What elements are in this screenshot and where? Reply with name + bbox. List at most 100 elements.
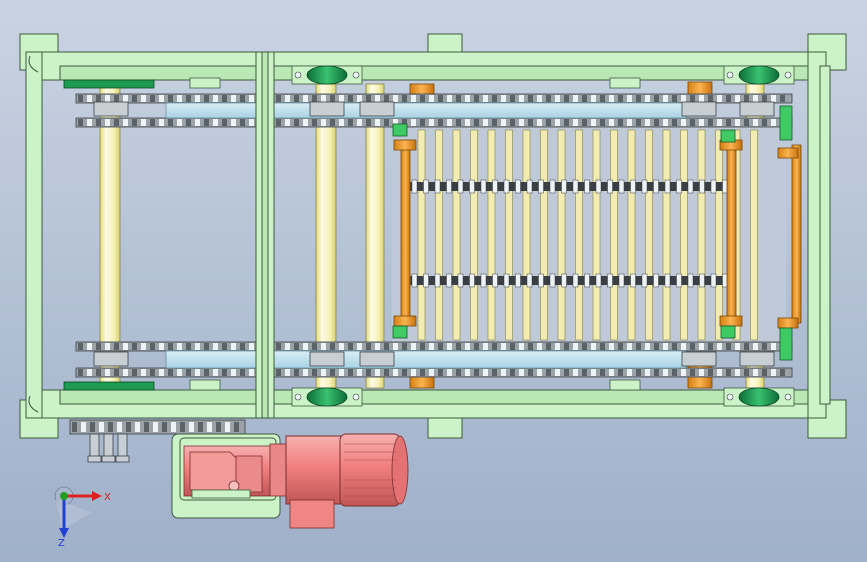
chain-link bbox=[726, 369, 731, 376]
chain-link bbox=[195, 95, 200, 102]
chain-link bbox=[561, 179, 567, 194]
slat-cross-chain bbox=[408, 182, 730, 191]
chain-link bbox=[654, 369, 659, 376]
chain-link bbox=[744, 343, 749, 350]
top-rail-inner bbox=[59, 65, 813, 81]
chain-link bbox=[294, 119, 299, 126]
chain-link bbox=[771, 95, 776, 102]
chain-link bbox=[469, 179, 475, 194]
chain-link bbox=[348, 369, 353, 376]
chain-link bbox=[384, 95, 389, 102]
chain-link bbox=[780, 369, 785, 376]
chain-link bbox=[456, 369, 461, 376]
chain-link bbox=[474, 343, 479, 350]
chain-link bbox=[492, 343, 497, 350]
chain-link bbox=[627, 369, 632, 376]
chain-link bbox=[366, 95, 371, 102]
chain-link bbox=[663, 119, 668, 126]
sprocket-hub bbox=[309, 101, 345, 117]
chain-link bbox=[96, 119, 101, 126]
motor-flange bbox=[285, 435, 345, 505]
chain-link bbox=[537, 119, 542, 126]
chain-link bbox=[762, 119, 767, 126]
chain-link bbox=[699, 369, 704, 376]
chain-link bbox=[321, 95, 326, 102]
drive-unit bbox=[69, 419, 409, 529]
chain-link bbox=[690, 95, 695, 102]
chain-link bbox=[87, 95, 92, 102]
chain-link bbox=[600, 95, 605, 102]
chain-link bbox=[213, 369, 218, 376]
chain-link bbox=[630, 273, 636, 288]
chain-link bbox=[645, 343, 650, 350]
chain-link bbox=[607, 273, 613, 288]
chain-link bbox=[366, 369, 371, 376]
chain-link bbox=[303, 119, 308, 126]
chain-link bbox=[699, 273, 705, 288]
chain-link bbox=[645, 95, 650, 102]
chain-link bbox=[528, 95, 533, 102]
guide-right bbox=[791, 144, 802, 324]
chain-link bbox=[285, 343, 290, 350]
chain-link bbox=[456, 119, 461, 126]
chain-link bbox=[213, 343, 218, 350]
slat bbox=[645, 129, 653, 341]
chain-link bbox=[519, 343, 524, 350]
chain-link bbox=[708, 119, 713, 126]
drive-chain-link bbox=[171, 422, 176, 432]
chain-link bbox=[213, 119, 218, 126]
chain-link bbox=[595, 273, 602, 288]
guide-mid-right bbox=[726, 139, 737, 326]
bearing-strip bbox=[63, 79, 155, 89]
chain-link bbox=[744, 369, 749, 376]
chain-link bbox=[771, 119, 776, 126]
chain-link bbox=[726, 343, 731, 350]
drive-chain-link bbox=[153, 422, 158, 432]
chain-link bbox=[687, 179, 694, 194]
chain-link bbox=[572, 273, 579, 288]
motor bbox=[339, 433, 401, 507]
chain-link bbox=[384, 343, 389, 350]
chain-link bbox=[168, 369, 173, 376]
slat-bed bbox=[392, 124, 786, 342]
chain-link bbox=[672, 119, 677, 126]
motor-foot bbox=[289, 499, 335, 529]
chain-link bbox=[627, 95, 632, 102]
chain-link bbox=[78, 119, 83, 126]
chain-link bbox=[132, 119, 137, 126]
chain-link bbox=[240, 119, 245, 126]
chain-link bbox=[492, 119, 497, 126]
bearing-bolt bbox=[726, 393, 734, 401]
chain-link bbox=[411, 369, 416, 376]
chain-link bbox=[609, 95, 614, 102]
chain-link bbox=[123, 119, 128, 126]
chain-link bbox=[132, 343, 137, 350]
sprocket-hub bbox=[681, 101, 717, 117]
chain-link bbox=[357, 343, 362, 350]
chain-link bbox=[510, 95, 515, 102]
chain-link bbox=[528, 119, 533, 126]
chain-link bbox=[537, 95, 542, 102]
drive-chain-link bbox=[72, 422, 77, 432]
chain-link bbox=[717, 119, 722, 126]
chain-link bbox=[654, 343, 659, 350]
chain-link bbox=[321, 343, 326, 350]
motor-fins bbox=[344, 443, 396, 497]
chain-link bbox=[150, 119, 155, 126]
sprocket-hub bbox=[359, 351, 395, 367]
chain-link bbox=[465, 369, 470, 376]
chain-link bbox=[591, 95, 596, 102]
chain-link bbox=[618, 343, 623, 350]
bearing-housing bbox=[738, 65, 780, 85]
chain-link bbox=[780, 95, 785, 102]
drive-chain-link bbox=[126, 422, 131, 432]
chain-link bbox=[762, 343, 767, 350]
chain-link bbox=[204, 343, 209, 350]
chain-link bbox=[663, 369, 668, 376]
chain-link bbox=[457, 273, 464, 288]
bearing-housing bbox=[306, 65, 348, 85]
chain-link bbox=[762, 95, 767, 102]
chain-link bbox=[423, 273, 429, 288]
